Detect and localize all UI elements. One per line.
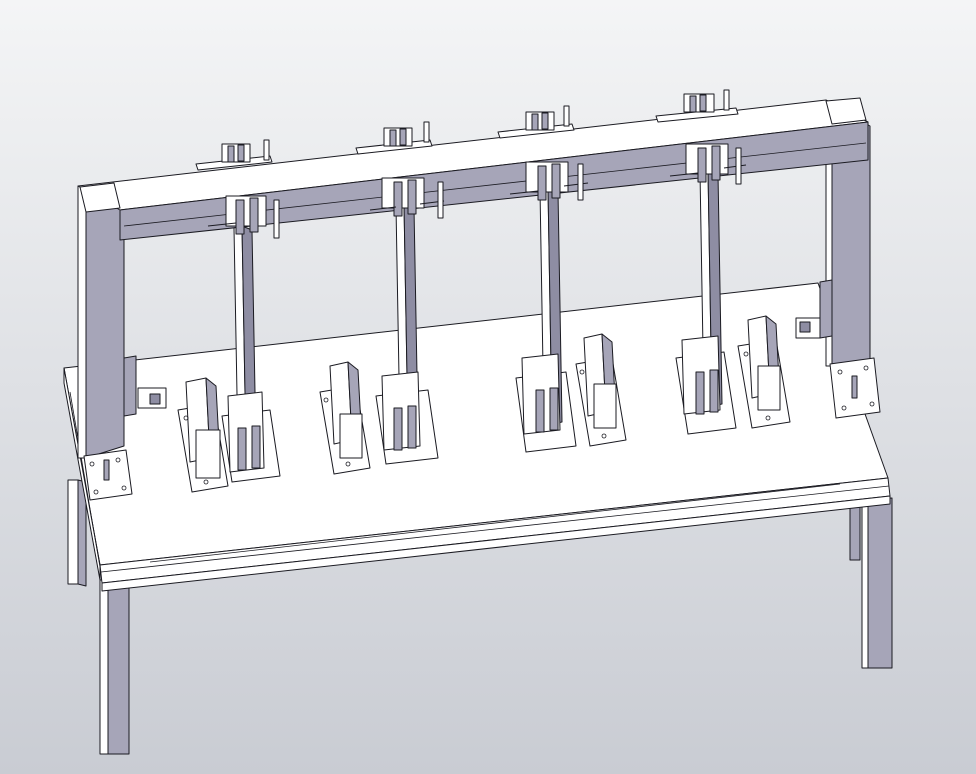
table-top [63, 282, 891, 592]
table-legs [67, 479, 893, 755]
vertical-arms [227, 169, 723, 473]
post-base-plates [83, 357, 881, 501]
side-sensors [123, 279, 833, 417]
top-clamp-units [195, 89, 739, 171]
overhead-gantry [77, 97, 871, 459]
fixture-blocks [177, 315, 791, 493]
front-clamp-heads [207, 143, 747, 239]
